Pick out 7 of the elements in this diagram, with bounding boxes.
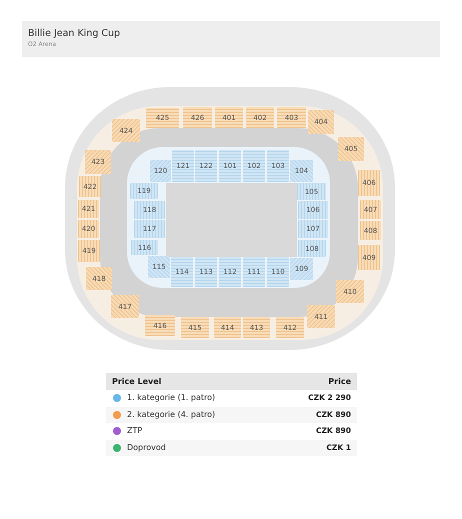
column-header: Price (328, 376, 351, 387)
price-level-label: ZTP (127, 425, 142, 437)
column-header: Price Level (112, 376, 162, 387)
price-level-label: 1. kategorie (1. patro) (127, 392, 216, 404)
page-title: Billie Jean King Cup (28, 28, 120, 40)
price-level-label: 2. kategorie (4. patro) (127, 408, 216, 420)
price-level-label: Doprovod (127, 442, 166, 454)
